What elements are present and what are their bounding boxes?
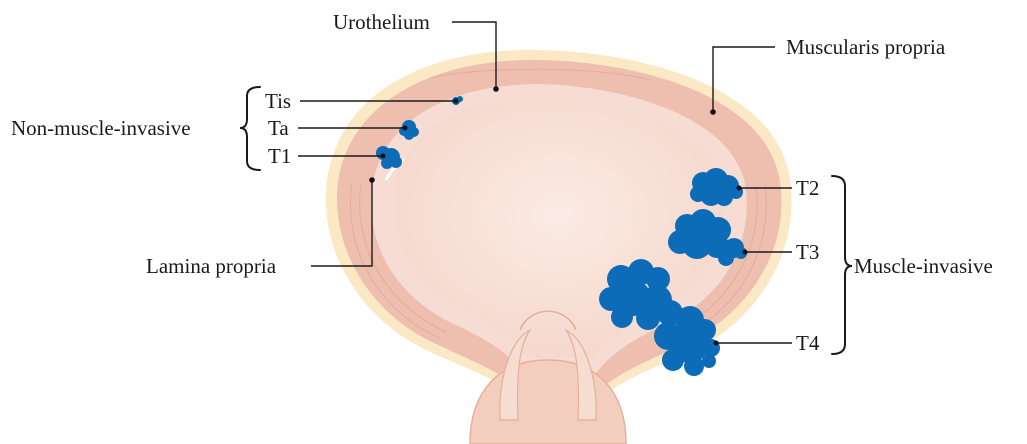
- urothelium-dot: [493, 86, 499, 92]
- non-muscle-invasive-brace: [240, 87, 260, 170]
- t4-dot: [714, 341, 719, 346]
- t3-dot: [743, 250, 748, 255]
- label-tis: Tis: [265, 89, 291, 113]
- label-urothelium: Urothelium: [333, 10, 430, 34]
- muscularis-dot: [710, 109, 716, 115]
- t2-dot: [737, 186, 742, 191]
- label-muscularis-propria: Muscularis propria: [786, 35, 946, 59]
- tis-dot: [454, 99, 459, 104]
- label-t2: T2: [796, 176, 819, 200]
- label-lamina-propria: Lamina propria: [146, 254, 277, 278]
- label-non-muscle-invasive: Non-muscle-invasive: [11, 116, 191, 140]
- label-ta: Ta: [268, 116, 289, 140]
- t1-dot: [381, 154, 386, 159]
- ta-dot: [403, 126, 408, 131]
- muscle-invasive-brace: [832, 176, 852, 354]
- lamina-propria-dot: [369, 177, 375, 183]
- label-t1: T1: [268, 144, 291, 168]
- label-t3: T3: [796, 240, 819, 264]
- label-t4: T4: [796, 331, 820, 355]
- label-muscle-invasive: Muscle-invasive: [854, 254, 993, 278]
